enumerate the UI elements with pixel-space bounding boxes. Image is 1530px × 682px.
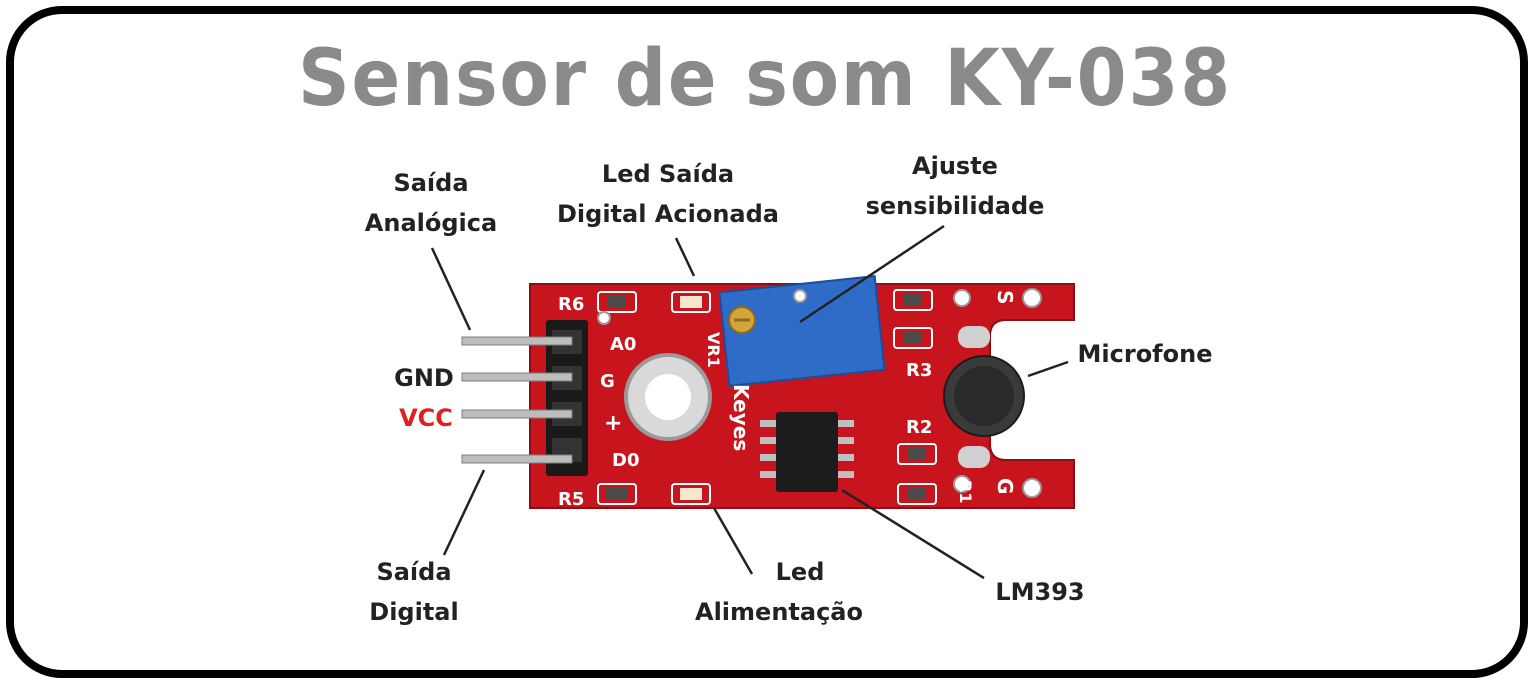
label-lm393: LM393 — [995, 578, 1085, 606]
silk-r1: R1 — [956, 480, 975, 503]
silk-r3: R3 — [906, 360, 932, 381]
silk-keyes: Keyes — [729, 384, 753, 451]
label-analog-output: Saída Analógica — [358, 163, 504, 243]
label-microphone: Microfone — [1077, 340, 1213, 368]
silk-r6: R6 — [558, 294, 584, 315]
label-sensitivity: Ajuste sensibilidade — [858, 146, 1052, 226]
silk-r5: R5 — [558, 489, 584, 510]
potentiometer — [718, 275, 886, 387]
led-digital — [680, 296, 702, 308]
diagram-title: Sensor de som KY-038 — [297, 34, 1233, 124]
label-analog-output-line2: Analógica — [364, 209, 498, 237]
pin-header — [546, 320, 588, 476]
label-sensitivity-line2: sensibilidade — [865, 192, 1045, 220]
label-power-led-line1: Led — [775, 558, 825, 586]
silk-g: G — [600, 371, 615, 392]
label-digital-output-line2: Digital — [369, 598, 459, 626]
silk-g-right: G — [993, 478, 1017, 494]
pcb-board — [529, 283, 1075, 509]
label-digital-led: Led Saída Digital Acionada — [550, 154, 786, 234]
label-digital-output: Saída Digital — [358, 552, 470, 632]
leader-lines — [430, 224, 1069, 580]
label-power-led: Led Alimentação — [688, 552, 870, 632]
silk-s: S — [993, 290, 1017, 304]
silk-vr1: VR1 — [704, 332, 723, 368]
header-pins — [461, 336, 573, 464]
label-digital-output-line1: Saída — [376, 558, 452, 586]
label-analog-output-line1: Saída — [393, 169, 469, 197]
label-gnd: GND — [394, 364, 454, 392]
label-sensitivity-line1: Ajuste — [912, 152, 998, 180]
label-digital-led-line2: Digital Acionada — [557, 200, 779, 228]
label-vcc: VCC — [399, 404, 453, 432]
label-digital-led-line1: Led Saída — [601, 160, 735, 188]
microphone — [943, 355, 1025, 437]
silk-d0: D0 — [612, 450, 639, 471]
led-power — [680, 488, 702, 500]
silk-r2: R2 — [906, 417, 932, 438]
smd-components — [597, 289, 937, 505]
lm393-chip — [760, 412, 854, 492]
silk-a0: A0 — [610, 334, 636, 355]
label-power-led-line2: Alimentação — [695, 598, 863, 626]
silk-plus: + — [604, 411, 622, 436]
